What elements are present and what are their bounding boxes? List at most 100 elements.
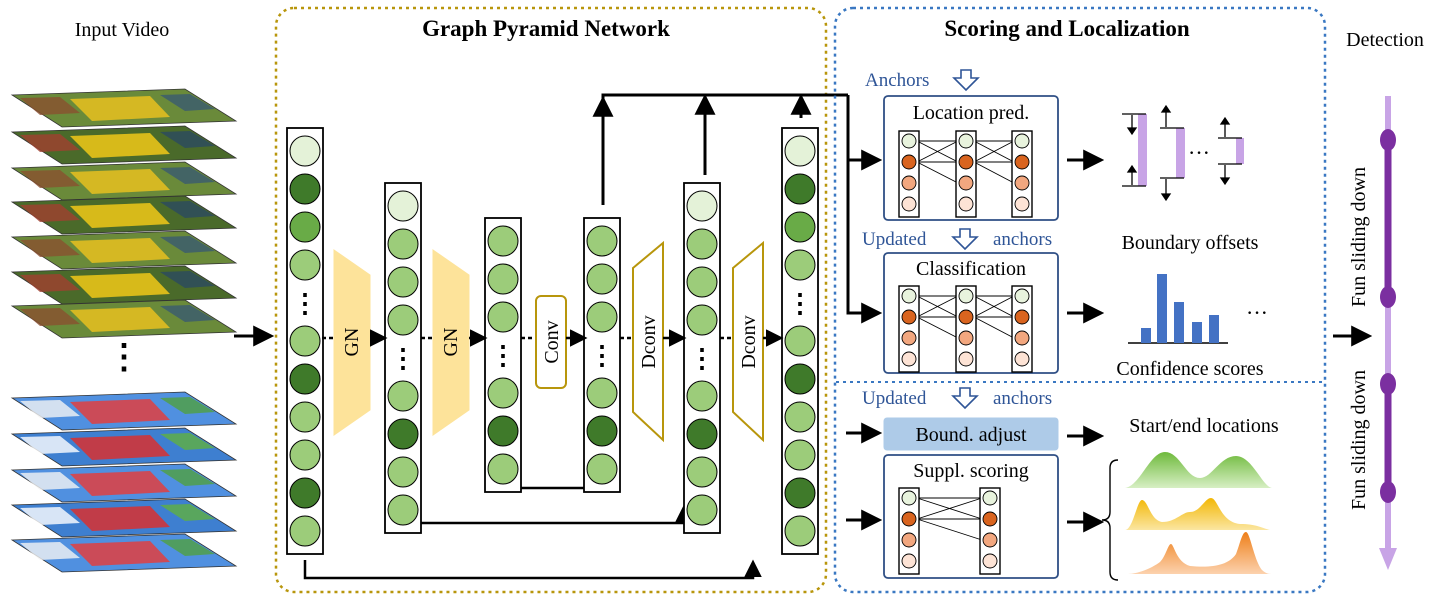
confidence-bars-glyph bbox=[1128, 274, 1228, 344]
mini-net-column bbox=[1011, 285, 1033, 373]
graph-node bbox=[289, 477, 321, 509]
column-dots: ⋮ bbox=[390, 344, 416, 373]
detection-marker-2b bbox=[1380, 481, 1396, 503]
mini-net-column bbox=[955, 130, 977, 218]
mini-net-node bbox=[958, 330, 974, 346]
bound-adjust-label: Bound. adjust bbox=[915, 424, 1027, 446]
graph-node bbox=[387, 418, 419, 450]
location-pred-title: Location pred. bbox=[913, 102, 1030, 124]
mini-net-node bbox=[958, 175, 974, 191]
video-frame bbox=[10, 230, 238, 270]
mini-net-node bbox=[1014, 288, 1030, 304]
mini-net-node bbox=[1014, 330, 1030, 346]
mini-net-node bbox=[901, 309, 917, 325]
graph-node bbox=[686, 266, 718, 298]
column-dots: ⋮ bbox=[787, 289, 813, 318]
input-video-label: Input Video bbox=[75, 19, 170, 41]
graph-node bbox=[387, 494, 419, 526]
column-dots: ⋮ bbox=[292, 289, 318, 318]
offsets-ellipsis: ··· bbox=[1188, 140, 1210, 165]
video-frame bbox=[10, 391, 238, 431]
graph-node bbox=[686, 380, 718, 412]
video-frame bbox=[10, 463, 238, 503]
conv-block bbox=[535, 295, 567, 389]
start-end-label: Start/end locations bbox=[1129, 415, 1279, 437]
mini-net-column bbox=[955, 285, 977, 373]
graph-node bbox=[586, 301, 618, 333]
scoring-title: Scoring and Localization bbox=[944, 16, 1190, 41]
updated-down-arrow-icon-1 bbox=[951, 228, 979, 251]
mini-net-node bbox=[982, 490, 998, 506]
start-end-wave-orange bbox=[1128, 532, 1272, 574]
dconv-block-1 bbox=[632, 240, 664, 443]
mini-net-node bbox=[901, 288, 917, 304]
video-frame bbox=[10, 161, 238, 201]
detection-label-2: Fun sliding down bbox=[1348, 370, 1370, 510]
mini-net-node bbox=[958, 154, 974, 170]
dconv-label-2: Dconv bbox=[738, 315, 760, 368]
classification-title: Classification bbox=[916, 258, 1026, 280]
gpn-panel bbox=[274, 6, 828, 594]
graph-node bbox=[387, 228, 419, 260]
detection-marker-1b bbox=[1380, 286, 1396, 308]
graph-node bbox=[387, 380, 419, 412]
video-frame bbox=[10, 265, 238, 305]
graph-node bbox=[487, 263, 519, 295]
mini-net-node bbox=[901, 330, 917, 346]
video-frame bbox=[10, 533, 238, 573]
skip-connection-outer bbox=[303, 559, 762, 580]
dconv-label-1: Dconv bbox=[638, 315, 660, 368]
video-frame bbox=[10, 299, 238, 339]
graph-node bbox=[289, 173, 321, 205]
updated-label-1: Updated bbox=[862, 229, 927, 250]
mini-net-node bbox=[982, 511, 998, 527]
mini-net-node bbox=[1014, 309, 1030, 325]
graph-node bbox=[289, 515, 321, 547]
graph-node bbox=[387, 266, 419, 298]
mini-net-node bbox=[1014, 196, 1030, 212]
gn-label-2: GN bbox=[440, 328, 462, 357]
boundary-offsets-label: Boundary offsets bbox=[1122, 232, 1259, 254]
graph-node bbox=[387, 456, 419, 488]
mini-net-column bbox=[898, 130, 920, 218]
video-frame bbox=[10, 88, 238, 128]
graph-node bbox=[686, 418, 718, 450]
skip-connection-middle bbox=[403, 504, 693, 525]
mini-net-node bbox=[901, 511, 917, 527]
mini-net-node bbox=[901, 175, 917, 191]
gn-label-1: GN bbox=[341, 328, 363, 357]
mini-net-node bbox=[958, 288, 974, 304]
graph-node bbox=[289, 325, 321, 357]
gpn-title: Graph Pyramid Network bbox=[422, 16, 670, 41]
mini-net-node bbox=[901, 196, 917, 212]
dconv-block-2 bbox=[732, 240, 764, 443]
mini-net-node bbox=[1014, 154, 1030, 170]
graph-node bbox=[586, 415, 618, 447]
mini-net-column bbox=[979, 487, 1001, 575]
mini-net-node bbox=[958, 196, 974, 212]
mini-net-node bbox=[901, 133, 917, 149]
mini-net-node bbox=[958, 133, 974, 149]
column-dots: ⋮ bbox=[689, 344, 715, 373]
graph-node bbox=[586, 377, 618, 409]
feed-line-location bbox=[846, 95, 883, 171]
scoring-mini-networks bbox=[898, 130, 1033, 575]
anchors-label: Anchors bbox=[865, 70, 929, 91]
detection-title: Detection bbox=[1346, 29, 1424, 51]
graph-node bbox=[686, 228, 718, 260]
mini-net-node bbox=[982, 553, 998, 569]
graph-node bbox=[487, 415, 519, 447]
graph-node bbox=[686, 304, 718, 336]
video-frame bbox=[10, 498, 238, 538]
graph-node bbox=[586, 263, 618, 295]
graph-node bbox=[586, 225, 618, 257]
graph-node bbox=[487, 225, 519, 257]
mini-net-node bbox=[1014, 133, 1030, 149]
graph-node bbox=[289, 249, 321, 281]
column-dots: ⋮ bbox=[589, 341, 615, 370]
graph-node bbox=[289, 363, 321, 395]
suppl-scoring-box bbox=[883, 454, 1059, 579]
graph-node bbox=[289, 401, 321, 433]
start-end-wave-green bbox=[1125, 452, 1272, 488]
updated-label-2: Updated bbox=[862, 388, 927, 409]
